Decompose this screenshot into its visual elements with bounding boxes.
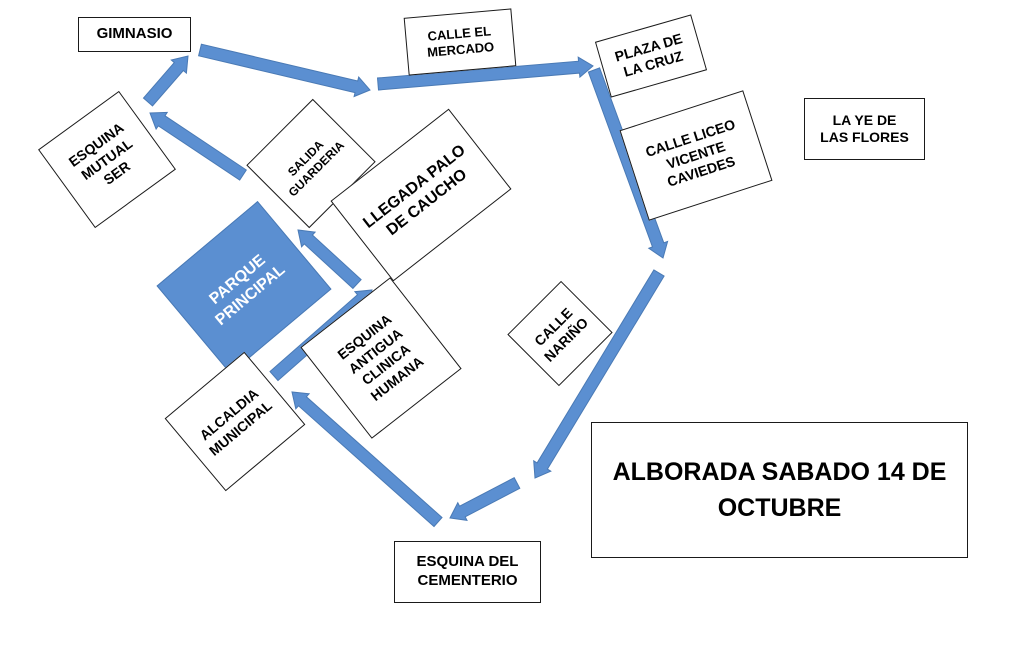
diagram-title: ALBORADA SABADO 14 DE OCTUBRE [591,422,968,558]
node-gimnasio: GIMNASIO [78,17,191,52]
arrow-guarderia-to-mutual [149,111,247,181]
arrow-gimnasio-to-mercado [197,43,371,98]
arrow-to-cementerio [449,477,521,522]
arrow-narino-to-cementerio-corner [533,269,665,479]
node-la-ye-de-las-flores: LA YE DE LAS FLORES [804,98,925,160]
node-esquina-del-cementerio: ESQUINA DEL CEMENTERIO [394,541,541,603]
arrow-mutual-to-gimnasio [142,55,189,107]
arrow-clinica-to-llegada [297,229,362,290]
node-calle-el-mercado: CALLE EL MERCADO [403,8,517,76]
arrow-cementerio-to-alcaldia [291,391,443,528]
